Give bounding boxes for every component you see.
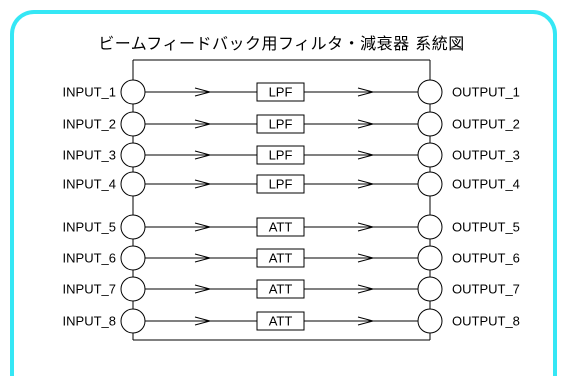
input-connector-circle [120,276,146,302]
arrow-right-icon [357,179,375,189]
output-connector-circle [417,308,443,334]
block-label: ATT [269,314,293,329]
output-connector-circle [417,276,443,302]
input-connector-circle [120,171,146,197]
signal-row: INPUT_2 LPF OUTPUT_2 [63,111,520,137]
signal-row: INPUT_6 ATT OUTPUT_6 [63,245,520,271]
arrow-right-icon [194,150,212,160]
arrow-right-icon [194,222,212,232]
arrow-right-icon [357,253,375,263]
block-label: LPF [269,85,293,100]
arrow-right-icon [357,87,375,97]
output-connector-circle [417,214,443,240]
block-label: LPF [269,117,293,132]
input-label: INPUT_6 [63,251,116,266]
cyan-rounded-frame [10,10,557,376]
input-label: INPUT_5 [63,220,116,235]
output-label: OUTPUT_1 [452,85,520,100]
output-connector-circle [417,142,443,168]
input-label: INPUT_7 [63,282,116,297]
input-label: INPUT_2 [63,117,116,132]
arrow-right-icon [194,316,212,326]
output-label: OUTPUT_2 [452,117,520,132]
output-connector-circle [417,111,443,137]
signal-row: INPUT_3 LPF OUTPUT_3 [63,142,520,168]
output-label: OUTPUT_8 [452,314,520,329]
output-connector-circle [417,79,443,105]
arrow-right-icon [357,284,375,294]
arrow-right-icon [357,222,375,232]
signal-row: INPUT_5 ATT OUTPUT_5 [63,214,520,240]
input-label: INPUT_8 [63,314,116,329]
input-label: INPUT_3 [63,148,116,163]
output-label: OUTPUT_6 [452,251,520,266]
input-connector-circle [120,142,146,168]
signal-row: INPUT_7 ATT OUTPUT_7 [63,276,520,302]
output-label: OUTPUT_5 [452,220,520,235]
arrow-right-icon [194,284,212,294]
signal-row: INPUT_4 LPF OUTPUT_4 [63,171,520,197]
output-connector-circle [417,171,443,197]
input-connector-circle [120,79,146,105]
block-label: ATT [269,282,293,297]
arrow-right-icon [194,87,212,97]
block-label: LPF [269,148,293,163]
arrow-right-icon [194,179,212,189]
input-label: INPUT_1 [63,85,116,100]
block-label: LPF [269,177,293,192]
diagram-title: ビームフィードバック用フィルタ・減衰器 系統図 [98,34,465,53]
signal-row: INPUT_1 LPF OUTPUT_1 [63,79,520,105]
input-connector-circle [120,214,146,240]
arrow-right-icon [194,253,212,263]
block-label: ATT [269,251,293,266]
input-connector-circle [120,308,146,334]
output-connector-circle [417,245,443,271]
output-label: OUTPUT_7 [452,282,520,297]
arrow-right-icon [357,119,375,129]
arrow-right-icon [357,316,375,326]
signal-row: INPUT_8 ATT OUTPUT_8 [63,308,520,334]
arrow-right-icon [194,119,212,129]
input-label: INPUT_4 [63,177,116,192]
block-label: ATT [269,220,293,235]
output-label: OUTPUT_3 [452,148,520,163]
output-label: OUTPUT_4 [452,177,520,192]
arrow-right-icon [357,150,375,160]
input-connector-circle [120,111,146,137]
input-connector-circle [120,245,146,271]
